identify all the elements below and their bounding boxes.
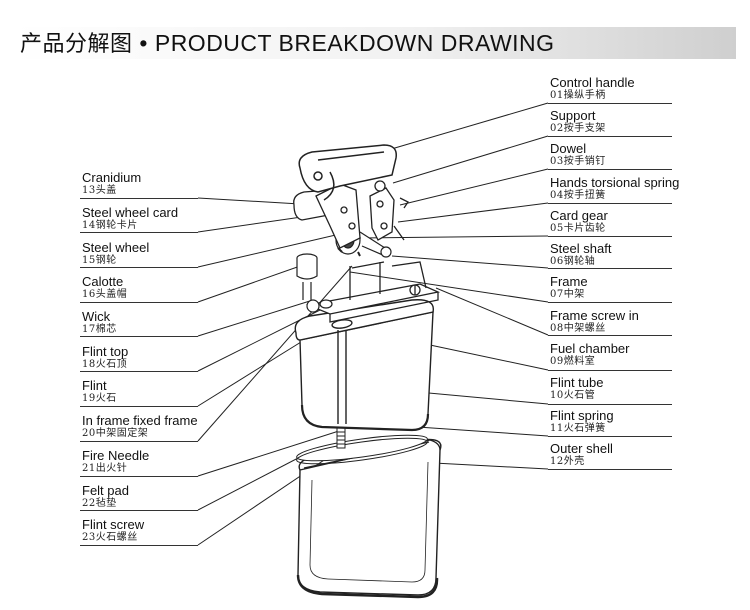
underline [548, 469, 672, 470]
cranidium-drawing [293, 183, 361, 249]
underline [80, 336, 198, 337]
label-steel-wheel: Steel wheel 15钢轮 [82, 240, 150, 266]
label-frame: Frame 07中架 [550, 274, 588, 300]
label-control-handle: Control handle 01操纵手柄 [550, 75, 635, 101]
title-english: PRODUCT BREAKDOWN DRAWING [154, 30, 555, 56]
label-in-frame-fixed-frame: In frame fixed frame 20中架固定架 [82, 413, 198, 439]
label-fire-needle: Fire Needle 21出火针 [82, 448, 150, 474]
label-flint-spring: Flint spring 11火石弹簧 [550, 408, 614, 434]
underline [80, 232, 198, 233]
underline [80, 441, 198, 442]
label-cranidium: Cranidium 13头盖 [82, 170, 142, 196]
label-dowel: Dowel 03按手销钉 [550, 141, 606, 167]
label-steel-shaft: Steel shaft 06钢轮轴 [550, 241, 612, 267]
label-support: Support 02按手支架 [550, 108, 606, 134]
underline [80, 267, 198, 268]
control-handle-drawing [298, 144, 397, 201]
title-chinese: 产品分解图 [20, 32, 133, 57]
underline [80, 510, 198, 511]
title-separator: • [139, 30, 148, 56]
underline [548, 335, 672, 336]
label-flint-top: Flint top 18火石顶 [82, 344, 129, 370]
underline [548, 436, 672, 437]
underline [548, 136, 672, 137]
label-steel-wheel-card: Steel wheel card 14钢轮卡片 [82, 205, 179, 231]
underline [80, 406, 198, 407]
label-flint: Flint 19火石 [82, 378, 117, 404]
frame-drawing [305, 261, 441, 323]
underline [548, 370, 672, 371]
fuel-chamber-drawing [294, 299, 435, 432]
underline [80, 371, 198, 372]
underline [548, 268, 672, 269]
underline [548, 302, 672, 303]
underline [548, 169, 672, 170]
calotte-wick-drawing [296, 253, 333, 313]
page-title: 产品分解图 • PRODUCT BREAKDOWN DRAWING [20, 28, 555, 58]
underline [80, 302, 198, 303]
support-drawing [369, 180, 409, 241]
leader-lines-right [344, 102, 549, 470]
flint-screw-drawing [336, 427, 346, 449]
underline [548, 236, 672, 237]
label-fuel-chamber: Fuel chamber 09燃料室 [550, 341, 630, 367]
underline [80, 476, 198, 477]
felt-pad-drawing [296, 434, 428, 465]
label-flint-tube: Flint tube 10火石管 [550, 375, 604, 401]
label-flint-screw: Flint screw 23火石螺丝 [82, 517, 145, 543]
underline [548, 103, 672, 104]
title-banner [14, 27, 736, 59]
underline [80, 198, 198, 199]
underline [548, 404, 672, 405]
label-felt-pad: Felt pad 22毡垫 [82, 483, 129, 509]
underline [548, 203, 672, 204]
label-wick: Wick 17棉芯 [82, 309, 117, 335]
label-hands-torsional-spring: Hands torsional spring 04按手扭簧 [550, 175, 680, 201]
label-frame-screw-in: Frame screw in 08中架螺丝 [550, 308, 639, 334]
underline [80, 545, 198, 546]
label-calotte: Calotte 16头盖帽 [82, 274, 128, 300]
label-card-gear: Card gear 05卡片齿轮 [550, 208, 608, 234]
label-outer-shell: Outer shell 12外壳 [550, 441, 613, 467]
